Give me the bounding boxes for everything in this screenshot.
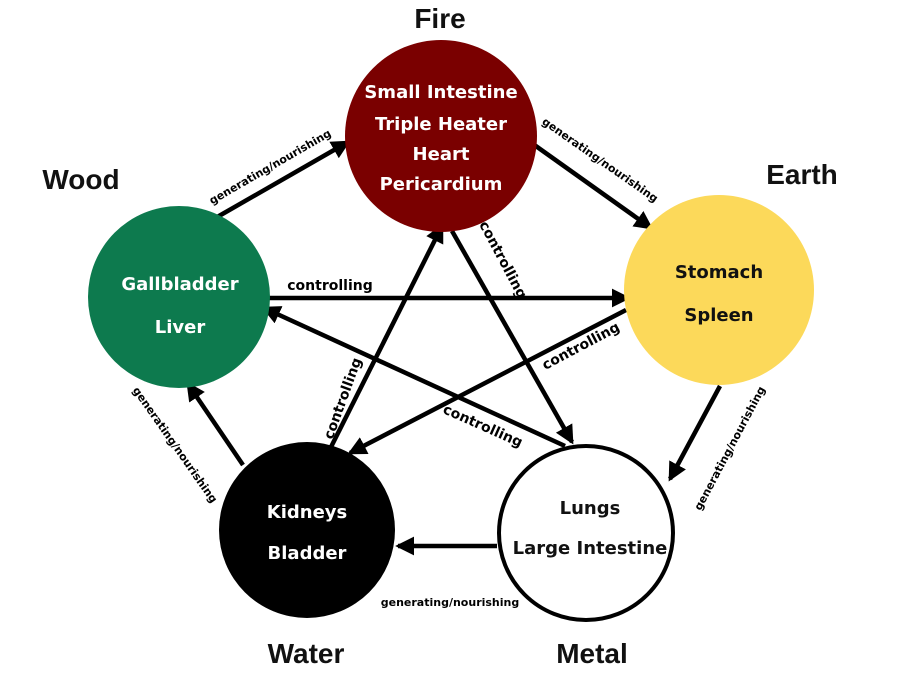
- earth-to-metal-label: generating/nourishing: [692, 384, 769, 512]
- metal-circle: [497, 444, 675, 622]
- earth-to-water-arrow: [347, 308, 628, 455]
- wood-organ-liver: Liver: [155, 317, 206, 338]
- wood-to-fire-arrow: [210, 140, 351, 222]
- fire-organ-triple-heater: Triple Heater: [375, 114, 507, 135]
- fire-organ-pericardium: Pericardium: [380, 174, 503, 195]
- water-organ-kidneys: Kidneys: [267, 502, 347, 523]
- metal-to-water-label: generating/nourishing: [381, 596, 520, 609]
- water-to-wood-arrow: [186, 381, 245, 467]
- earth-to-metal-arrow: [668, 384, 722, 482]
- wood-label: Wood: [42, 164, 119, 195]
- earth-circle: [624, 195, 814, 385]
- earth-organ-stomach: Stomach: [675, 262, 763, 283]
- fire-label: Fire: [414, 3, 465, 34]
- fire-to-earth-arrow: [531, 142, 654, 230]
- water-circle: [219, 442, 395, 618]
- earth-label: Earth: [766, 159, 838, 190]
- wood-circle: [88, 206, 270, 388]
- wood-earth-controlling-label: controlling: [287, 278, 372, 294]
- metal-to-wood-arrow: [261, 305, 566, 449]
- water-fire-controlling-label: controlling: [321, 356, 365, 442]
- fire-to-metal-arrow: [450, 229, 574, 445]
- earth-organ-spleen: Spleen: [684, 305, 753, 326]
- fire-organ-small-intestine: Small Intestine: [364, 82, 517, 103]
- water-to-fire-arrow: [328, 223, 445, 449]
- water-organ-bladder: Bladder: [268, 543, 347, 564]
- fire-organ-heart: Heart: [413, 144, 470, 165]
- metal-label: Metal: [556, 638, 628, 669]
- metal-organ-large-intestine: Large Intestine: [513, 538, 668, 559]
- metal-organ-lungs: Lungs: [560, 498, 621, 519]
- wood-to-fire-label: generating/nourishing: [207, 127, 333, 208]
- water-label: Water: [268, 638, 345, 669]
- fire-circle: [345, 40, 537, 232]
- wood-organ-gallbladder: Gallbladder: [121, 274, 238, 295]
- water-to-wood-label: generating/nourishing: [130, 385, 220, 506]
